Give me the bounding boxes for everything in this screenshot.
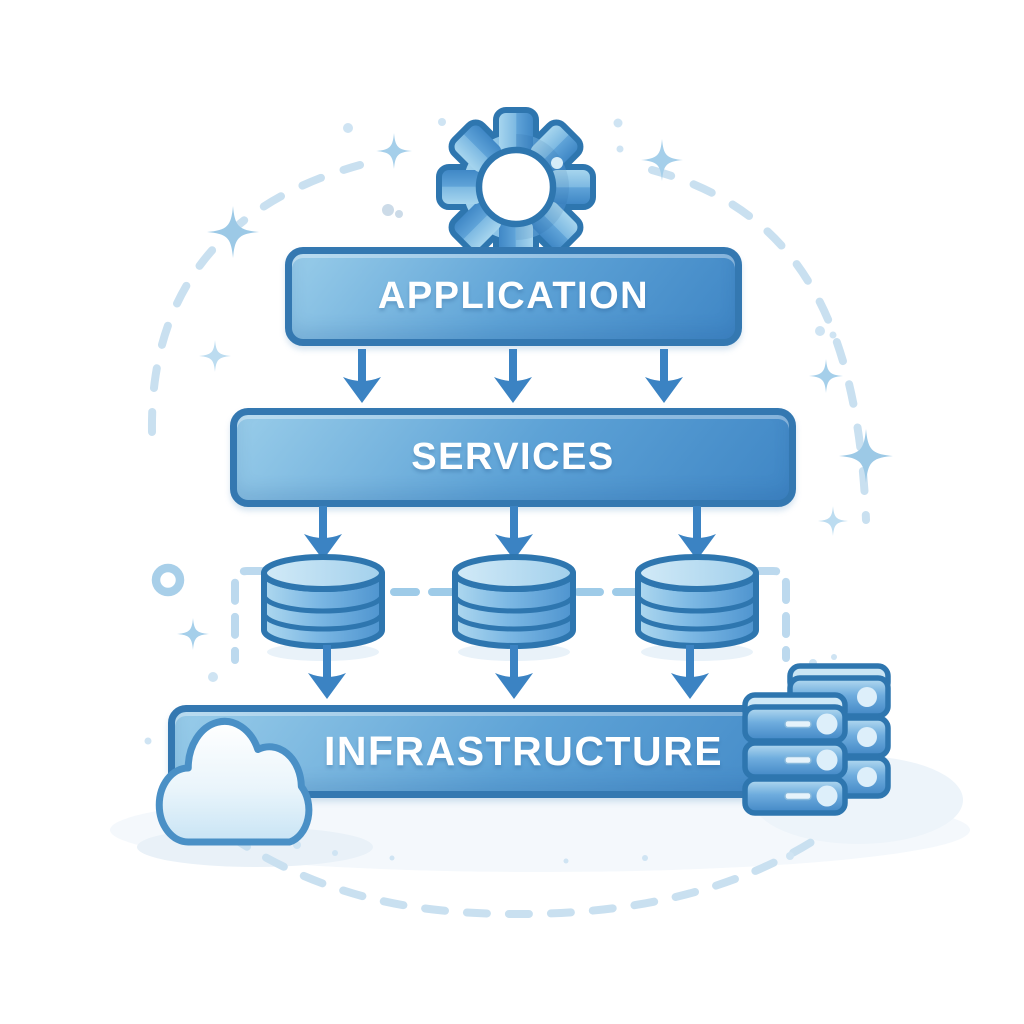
dashed-arc-top-right xyxy=(648,166,870,524)
sparkle-icon xyxy=(818,506,848,536)
infrastructure-layer-box: INFRASTRUCTURE xyxy=(168,705,851,798)
dashed-arc-bottom xyxy=(226,830,828,919)
services-label: SERVICES xyxy=(411,436,615,478)
application-label: APPLICATION xyxy=(377,275,650,317)
infrastructure-label: INFRASTRUCTURE xyxy=(323,728,724,774)
services-layer-box: SERVICES xyxy=(230,408,796,507)
sparkle-icon xyxy=(809,359,843,393)
sparkle-icon xyxy=(177,618,209,650)
sparkle-icon xyxy=(199,340,231,372)
database-brackets xyxy=(231,567,790,664)
dashed-arc-top-left xyxy=(147,161,364,436)
sparkle-icon xyxy=(376,133,412,169)
bracket-right xyxy=(754,567,790,662)
gear-hole xyxy=(475,146,557,228)
gear-icon xyxy=(436,107,596,270)
application-layer-box: APPLICATION xyxy=(285,247,742,346)
sparkle-icon xyxy=(839,429,893,483)
circle-ring-decoration xyxy=(151,563,185,597)
dashed-boundary xyxy=(147,161,870,919)
sparkle-icon xyxy=(641,139,683,181)
cloud-shadow xyxy=(137,827,373,867)
gear-highlight xyxy=(551,157,563,169)
bracket-left xyxy=(231,567,266,664)
